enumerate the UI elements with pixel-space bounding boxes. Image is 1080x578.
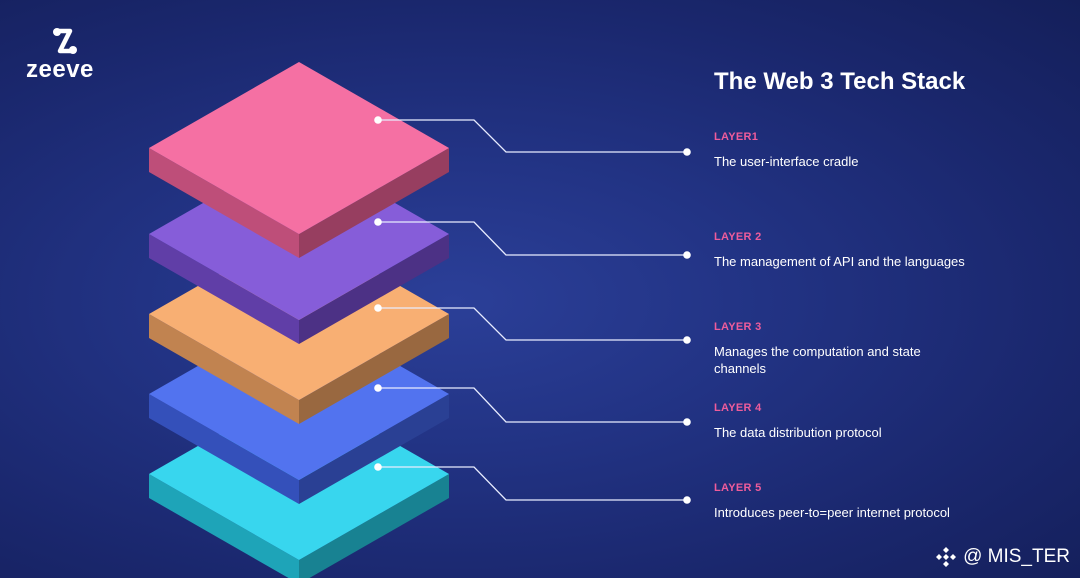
layer-1-anchor-dot [374,116,382,124]
layer-5-end-dot [683,496,691,504]
layer-4-description: The data distribution protocol [714,424,974,441]
layer-5-label: LAYER 5 [714,482,974,494]
layer-1-label: LAYER1 [714,131,974,143]
layer-1-end-dot [683,148,691,156]
layer-4-label: LAYER 4 [714,402,974,414]
layer-3-info: LAYER 3 Manages the computation and stat… [714,321,974,377]
watermark-text: @ MIS_TER [963,546,1070,568]
layer-2-end-dot [683,251,691,259]
layer-3-anchor-dot [374,304,382,312]
layer-2-info: LAYER 2 The management of API and the la… [714,231,974,270]
layer-3-label: LAYER 3 [714,321,974,333]
layer-5-info: LAYER 5 Introduces peer-to=peer internet… [714,482,974,521]
layer-1-description: The user-interface cradle [714,153,974,170]
layer-4-anchor-dot [374,384,382,392]
layer-4-end-dot [683,418,691,426]
layer-5-anchor-dot [374,463,382,471]
layer-3-description: Manages the computation and state channe… [714,343,974,377]
layer-1-info: LAYER1 The user-interface cradle [714,131,974,170]
layer-2-description: The management of API and the languages [714,253,974,270]
page-title: The Web 3 Tech Stack [714,68,965,96]
stack-layers [149,62,449,578]
layer-3-end-dot [683,336,691,344]
layer-2-anchor-dot [374,218,382,226]
layer-5-description: Introduces peer-to=peer internet protoco… [714,504,974,521]
layer-2-label: LAYER 2 [714,231,974,243]
layer-4-info: LAYER 4 The data distribution protocol [714,402,974,441]
binance-diamond-icon [935,546,957,568]
watermark: @ MIS_TER [935,546,1070,568]
